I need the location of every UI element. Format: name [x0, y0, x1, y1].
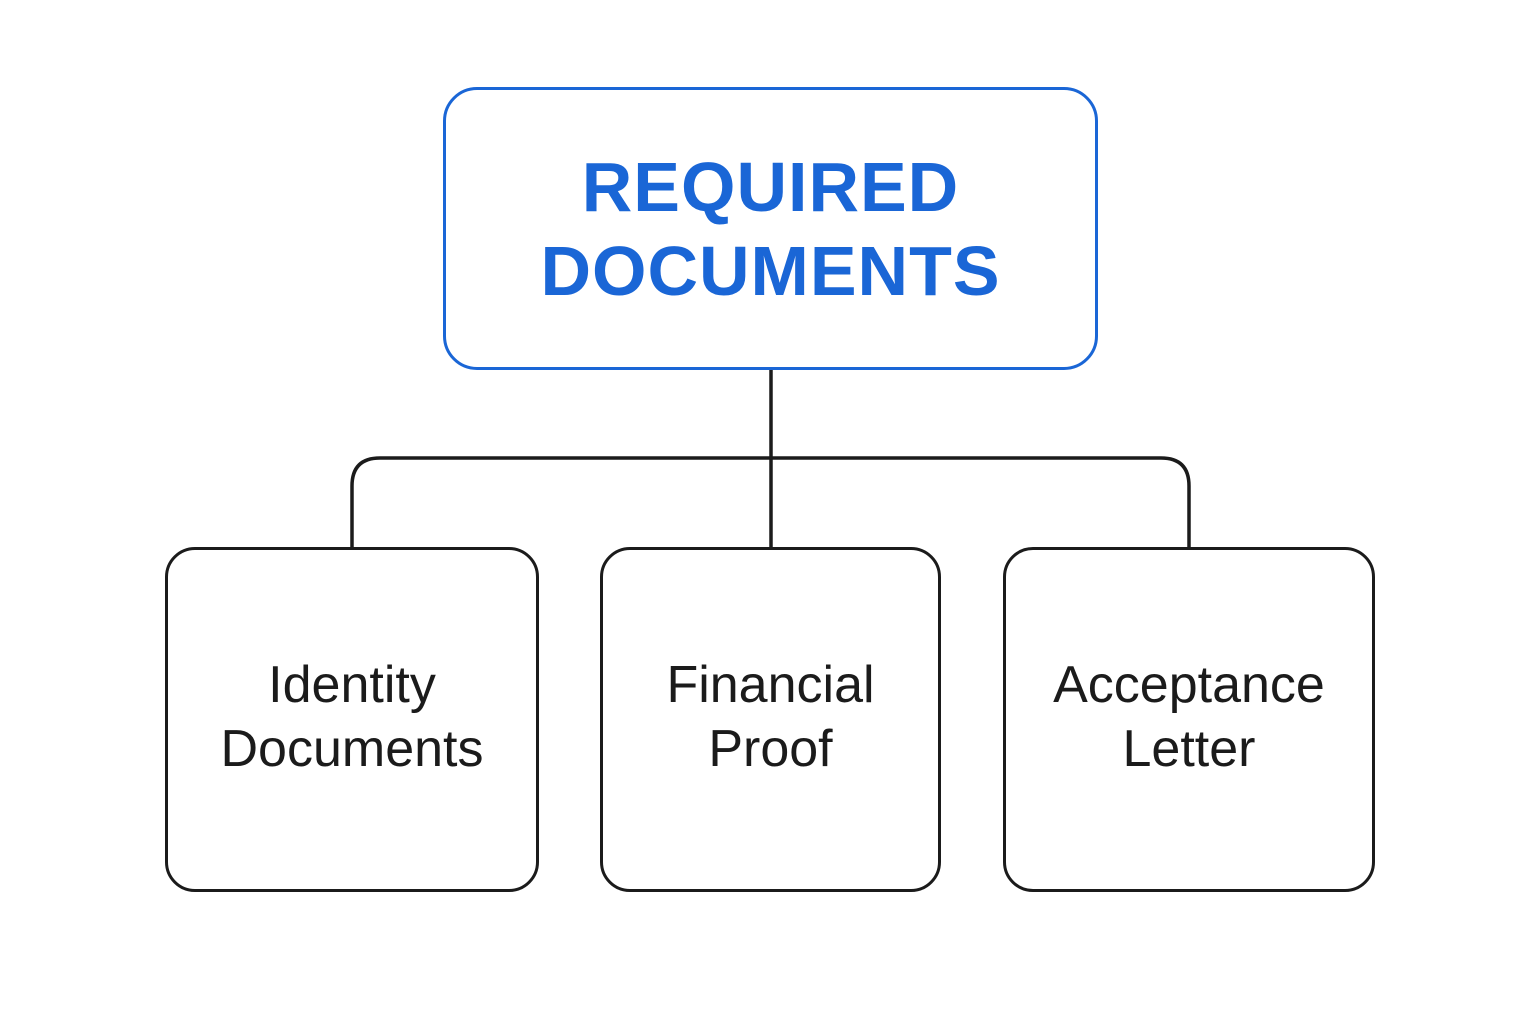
- root-node-required-documents: REQUIRED DOCUMENTS: [443, 87, 1098, 370]
- child-node-label: Acceptance Letter: [1053, 655, 1325, 778]
- child-node-label: Financial Proof: [666, 655, 875, 778]
- child-node-acceptance-letter: Acceptance Letter: [1003, 547, 1375, 892]
- child-node-identity-documents: Identity Documents: [165, 547, 539, 892]
- root-node-title: REQUIRED DOCUMENTS: [540, 147, 1001, 310]
- child-node-label: Identity Documents: [220, 655, 484, 778]
- child-node-financial-proof: Financial Proof: [600, 547, 941, 892]
